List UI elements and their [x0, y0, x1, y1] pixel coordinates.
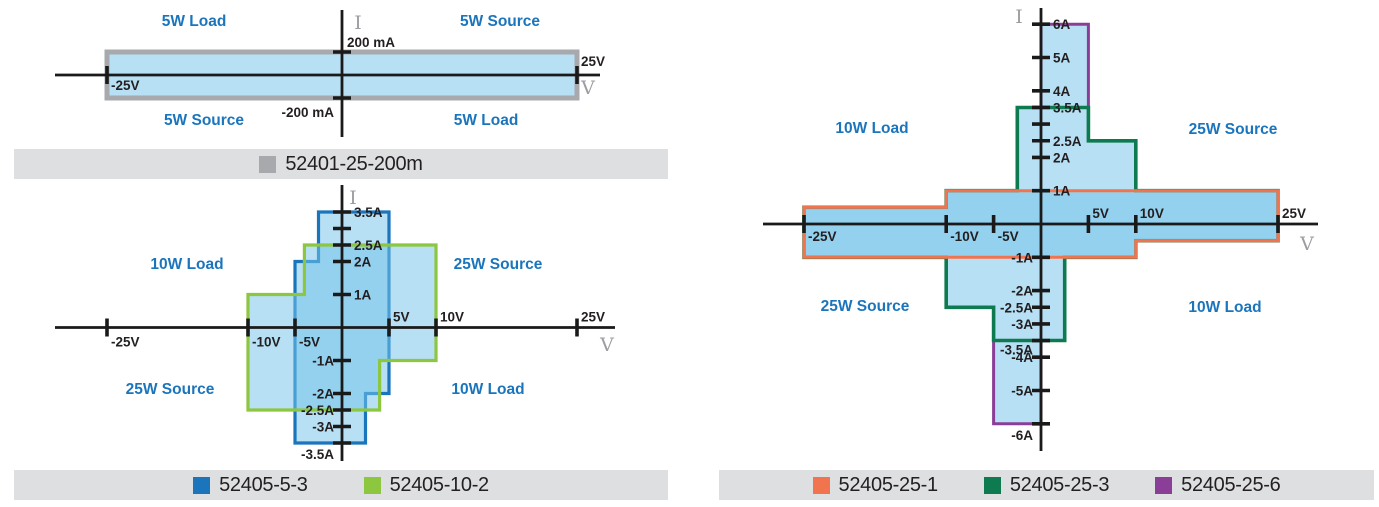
y-tick-label: 2.5A — [1053, 134, 1082, 149]
axis-letter-I: I — [349, 187, 357, 209]
quadrant-label-top-left: 10W Load — [835, 120, 908, 137]
legend-item: 52405-5-3 — [193, 473, 308, 497]
y-tick-label: 1A — [1053, 184, 1071, 199]
quadrant-label-top-left: 5W Load — [162, 13, 227, 30]
x-tick-label: -25V — [111, 78, 140, 93]
axis-letter-I: I — [354, 12, 362, 34]
x-tick-label: -25V — [808, 229, 837, 244]
quadrant-label-bottom-left: 5W Source — [164, 112, 244, 129]
x-tick-label: -25V — [111, 335, 140, 350]
quadrant-label-top-right: 5W Source — [460, 13, 540, 30]
quadrant-label-bottom-right: 10W Load — [1188, 299, 1261, 316]
quadrant-label-bottom-left: 25W Source — [821, 298, 910, 315]
chart-52405-5-and-10: -25V -10V -5V 5V 10V 25V 3.5A 2.5A 2A 1A -1A -2A-2.… — [55, 185, 615, 462]
y-tick-label: 200 mA — [347, 35, 395, 50]
y-tick-label: 3.5A — [1053, 100, 1082, 115]
axis-letter-V: V — [599, 334, 614, 356]
legend-swatch-52401-25-200m — [259, 155, 277, 173]
x-tick-label: -5V — [299, 335, 320, 350]
y-tick-label: -1A — [312, 354, 334, 369]
quadrant-label-top-right: 25W Source — [1189, 121, 1278, 138]
y-tick-label: -5A — [1011, 384, 1033, 399]
x-tick-label: 10V — [440, 310, 464, 325]
legend-item-label: 52405-25-3 — [1009, 473, 1110, 496]
legend-item-label: 52405-5-3 — [219, 473, 308, 496]
x-tick-label: 25V — [581, 310, 605, 325]
legend-item-label: 52401-25-200m — [285, 152, 423, 175]
legend-item: 52405-25-6 — [1155, 473, 1281, 497]
legend-1: 52401-25-200m — [14, 149, 668, 179]
legend-2: 52405-5-3 52405-10-2 — [14, 470, 668, 500]
y-tick-label: -1A — [1011, 250, 1033, 265]
y-tick-label: 3.5A — [354, 205, 383, 220]
legend-swatch-52405-25-1 — [812, 476, 830, 494]
y-tick-label: -6A — [1011, 428, 1033, 443]
x-tick-label: -5V — [998, 229, 1019, 244]
x-tick-label: -10V — [950, 229, 979, 244]
axis-letter-V: V — [580, 77, 595, 99]
chart-52401-25-200m: -25V 25V 200 mA -200 mA I V 5W Load 5W Source 5W… — [55, 10, 605, 137]
axis-letter-V: V — [1299, 233, 1314, 255]
y-tick-label: -3.5A — [301, 447, 334, 462]
y-tick-label: 2A — [354, 255, 372, 270]
y-tick-label: 5A — [1053, 51, 1071, 66]
legend-item: 52405-25-1 — [812, 473, 939, 497]
legend-item-label: 52405-25-6 — [1181, 473, 1281, 496]
legend-item: 52401-25-200m — [259, 152, 423, 176]
x-tick-label: 5V — [1092, 206, 1109, 221]
quadrant-label-bottom-right: 5W Load — [454, 112, 519, 129]
y-tick-label: 6A — [1053, 17, 1071, 32]
quadrant-label-top-left: 10W Load — [150, 256, 223, 273]
y-tick-label: -2.5A — [301, 403, 334, 418]
x-tick-label: 5V — [393, 310, 410, 325]
legend-swatch-52405-5-3 — [193, 476, 211, 494]
y-tick-label: -2.5A — [1000, 300, 1033, 315]
y-tick-label: 4A — [1053, 84, 1071, 99]
y-tick-label: 2.5A — [354, 238, 383, 253]
legend-swatch-52405-10-2 — [363, 476, 381, 494]
x-tick-label: 25V — [1282, 206, 1306, 221]
y-tick-label: -2A — [312, 387, 334, 402]
legend-item-label: 52405-10-2 — [389, 473, 490, 496]
y-tick-label: -3A — [1011, 317, 1033, 332]
axis-letter-I: I — [1015, 6, 1023, 28]
legend-swatch-52405-25-3 — [983, 476, 1001, 494]
legend-item: 52405-10-2 — [363, 473, 490, 497]
legend-3: 52405-25-1 52405-25-3 52405-25-6 — [719, 470, 1374, 500]
x-tick-label: 10V — [1140, 206, 1164, 221]
x-tick-label: -10V — [252, 335, 281, 350]
quadrant-label-top-right: 25W Source — [454, 256, 543, 273]
legend-item: 52405-25-3 — [983, 473, 1110, 497]
y-tick-label: 2A — [1053, 150, 1071, 165]
x-tick-label: 25V — [581, 54, 605, 69]
y-tick-label: -4A — [1011, 350, 1033, 365]
y-tick-label: 1A — [354, 288, 372, 303]
quadrant-label-bottom-right: 10W Load — [451, 381, 524, 398]
y-tick-label: -2A — [1011, 284, 1033, 299]
y-tick-label: -3.5A — [1000, 343, 1033, 358]
quadrant-label-bottom-left: 25W Source — [126, 381, 215, 398]
legend-item-label: 52405-25-1 — [838, 473, 939, 496]
y-tick-label: -200 mA — [281, 105, 334, 120]
legend-swatch-52405-25-6 — [1155, 476, 1173, 494]
y-tick-label: -3A — [312, 420, 334, 435]
